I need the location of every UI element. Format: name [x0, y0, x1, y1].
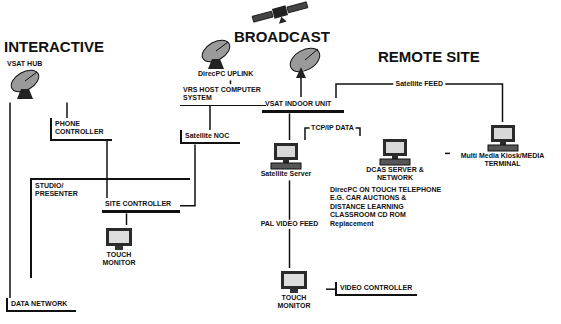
- connector-line: [289, 113, 291, 140]
- monitor-station: TOUCH MONITOR: [87, 225, 151, 270]
- connector-label: TCP/IP DATA: [309, 124, 356, 132]
- connector-label: PAL VIDEO FEED: [259, 220, 321, 228]
- server-station: Satellite Server: [255, 140, 317, 180]
- computer-icon: [269, 142, 303, 170]
- node-text: STUDIO/ PRESENTER: [35, 182, 81, 199]
- node-text: TOUCH MONITOR: [265, 294, 323, 311]
- node-text: SITE CONTROLLER: [105, 200, 177, 208]
- studio-region: STUDIO/ PRESENTER SITE CONTROLLER TOUCH MO…: [30, 178, 190, 278]
- network-box: DATA NETWORK: [6, 298, 76, 312]
- connector-line: [336, 84, 503, 122]
- section-heading: REMOTE SITE: [378, 48, 480, 66]
- node-text: VSAT HUB: [7, 60, 81, 68]
- node-text: DATA NETWORK: [11, 300, 73, 308]
- dish-icon: [7, 68, 47, 100]
- connector-line: [209, 106, 211, 130]
- monitor-icon: [104, 227, 134, 251]
- connector-line: [126, 213, 128, 225]
- computer-icon: [486, 124, 520, 152]
- controller-box: VIDEO CONTROLLER: [335, 282, 417, 296]
- node-text: Multi Media Kiosk/MEDIA TERMINAL: [453, 152, 552, 169]
- node-text: VSAT INDOOR UNIT: [265, 100, 341, 108]
- connector-line: [106, 141, 108, 198]
- connector-line: [326, 288, 335, 290]
- satellite-icon: [252, 0, 310, 30]
- server-station: DCAS SERVER & NETWORK: [345, 136, 445, 185]
- monitor-station: TOUCH MONITOR: [262, 268, 326, 313]
- node-text: VRS HOST COMPUTER SYSTEM: [183, 86, 263, 103]
- note-text: DirecPC ON TOUCH TELEPHONE E.G. CAR AUCT…: [330, 186, 442, 228]
- dish-icon: [198, 38, 238, 70]
- node-text: TOUCH MONITOR: [90, 251, 148, 268]
- indoor-unit: VSAT INDOOR UNIT: [262, 98, 344, 113]
- controller-bar: SITE CONTROLLER: [102, 198, 180, 213]
- controller-box: PHONE CONTROLLER: [50, 118, 112, 141]
- node-text: VIDEO CONTROLLER: [340, 284, 414, 292]
- hub-station: VSAT HUB: [4, 58, 84, 102]
- node-text: Satellite Server: [258, 170, 314, 178]
- monitor-icon: [279, 270, 309, 294]
- connector-label: Satellite FEED: [394, 80, 445, 88]
- connector-line: [66, 102, 68, 118]
- computer-icon: [378, 138, 412, 166]
- connector-line: [180, 144, 195, 205]
- section-heading: BROADCAST: [234, 28, 330, 46]
- node-text: DCAS SERVER & NETWORK: [348, 166, 442, 183]
- node-text: Satellite NOC: [185, 132, 237, 140]
- host-box: VRS HOST COMPUTER SYSTEM: [180, 84, 266, 106]
- connector-line: [9, 102, 11, 298]
- remote-dish: [286, 43, 324, 97]
- node-text: DirecPC UPLINK: [198, 70, 274, 78]
- noc-box: Satellite NOC: [180, 130, 240, 144]
- kiosk-station: Multi Media Kiosk/MEDIA TERMINAL: [450, 122, 555, 171]
- connector-line: [445, 153, 450, 155]
- node-text: PHONE CONTROLLER: [55, 120, 109, 137]
- section-heading: INTERACTIVE: [4, 38, 104, 56]
